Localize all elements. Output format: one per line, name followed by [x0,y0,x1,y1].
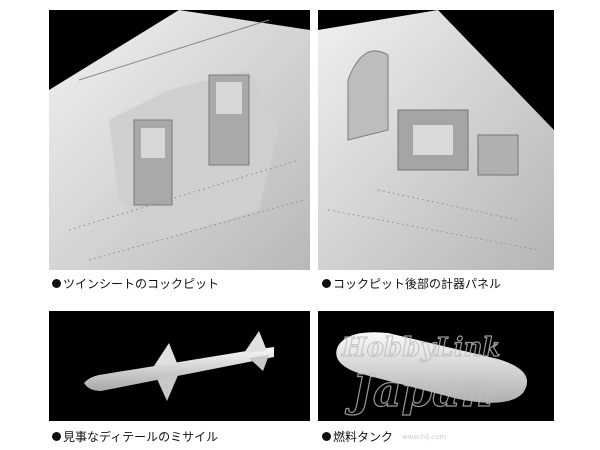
caption-text: ツインシートのコックピット [63,277,220,291]
caption-text: 燃料タンク [333,430,394,444]
bullet-dot-icon [322,279,331,288]
caption-instrument-panel: コックピット後部の計器パネル [322,275,501,292]
caption-cockpit: ツインシートのコックピット [52,275,219,292]
caption-fuel-tank: 燃料タンク [322,428,393,445]
bullet-dot-icon [52,279,61,288]
bullet-dot-icon [322,432,331,441]
cockpit-render-image [49,10,310,270]
bullet-dot-icon [52,432,61,441]
caption-text: 見事なディテールのミサイル [63,430,219,444]
caption-missile: 見事なディテールのミサイル [52,428,218,445]
watermark-url: www.hlj.com [402,433,447,441]
caption-text: コックピット後部の計器パネル [333,277,502,291]
missile-render-image [49,311,310,421]
instrument-panel-render-image [318,10,554,270]
fuel-tank-render-image [318,311,554,421]
